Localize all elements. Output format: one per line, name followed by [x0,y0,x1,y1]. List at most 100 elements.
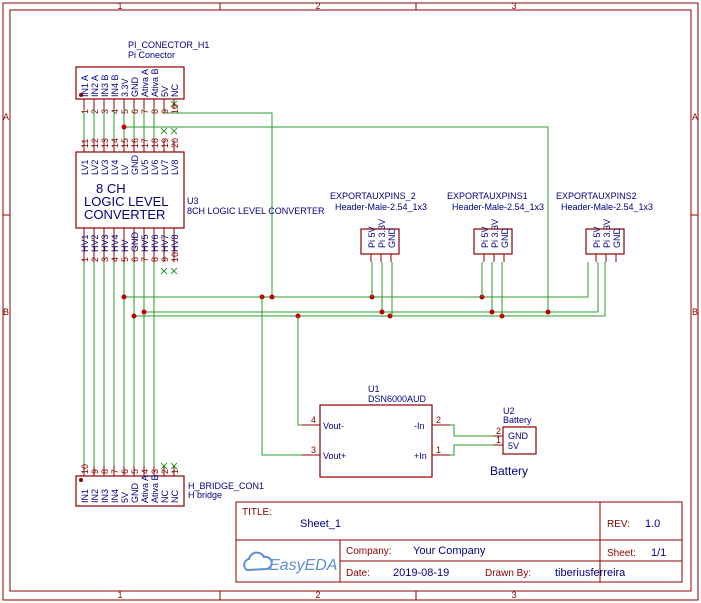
lc-bottom-pin-num: 3 [100,257,110,262]
hb-pin-name: 5V [120,492,130,503]
lc-top-pin-name: LV6 [150,160,160,175]
dc-converter-body [319,404,433,478]
hb-pin-num: 3 [150,469,160,474]
lc-top-pin-name: LV1 [80,160,90,175]
wires [83,100,606,470]
hb-pin-name: Ativa A [140,475,150,503]
lc-bottom-pin-name: HV3 [100,234,110,252]
aux-header-designator: EXPORTAUXPINS2 [556,191,637,201]
lc-top-pin-num: 19 [160,138,170,148]
company-value: Your Company [413,545,486,557]
junction-dot [379,309,385,315]
easyeda-logo: EasyEDA [243,551,337,574]
pi-pin-name: IN1 A [80,75,90,97]
pi-pin-name: Ativa B [150,68,160,97]
junction-dot [141,309,147,315]
junction-dot [131,313,137,319]
level-converter[interactable]: 8 CH LOGIC LEVEL CONVERTER U3 8CH LOGIC … [75,138,325,262]
pi-pin-num: 3 [100,109,110,114]
sheet-label: Sheet: [607,548,636,559]
junction-dot [489,309,495,315]
wire [450,424,493,437]
pi-pin-name: IN4 B [110,74,120,97]
battery-pin1-num: 1 [496,435,501,445]
hbridge-connector[interactable]: H_BRIDGE_CON1 H bridge 10IN19IN28IN37IN4… [75,464,264,507]
company-label: Company: [346,546,392,557]
aux-pin-name: GND [387,228,397,249]
pi-pin-name: GND [130,77,140,98]
pi-pin-name: IN2 A [90,75,100,97]
wire [297,316,302,426]
pi-pin-num: 2 [90,109,100,114]
battery-pin2-num: 2 [496,426,501,436]
battery[interactable]: U2 Battery 2 GND 1 5V Battery [490,406,537,478]
pi-pin-name: Ativa A [140,69,150,97]
lc-top-pin-num: 18 [150,138,160,148]
sheet-value: 1/1 [651,547,666,559]
pi-pin-num: 4 [110,109,120,114]
aux-pin-name: GND [612,228,622,249]
rev-label: REV: [607,519,630,530]
aux-pin-name: Pi 3.3V [377,219,387,248]
hb-pin-name: GND [130,483,140,504]
lc-top-pin-name: LV7 [160,160,170,175]
aux-header-value: Header-Male-2.54_1x3 [561,202,653,212]
hb-pin-num: 5 [130,469,140,474]
rev-value: 1.0 [645,518,660,530]
junction-dot [269,294,275,300]
wire [450,444,493,456]
cloud-icon [243,551,273,572]
pi-pin-num: 8 [150,109,160,114]
pi-pin-num: 10 [170,104,180,114]
dc-converter-designator: U1 [368,384,380,394]
lc-bottom-pin-num: 10 [170,252,180,262]
hb-pin-name: IN4 [110,489,120,503]
pi-pin-name: IN3 B [100,74,110,97]
level-converter-pins: 11LV112LV213LV314LV415LV16GND17LV518LV61… [80,138,180,262]
title-value: Sheet_1 [300,518,341,530]
hb-pin-num: 8 [100,469,110,474]
level-converter-body [75,151,185,229]
title-block: TITLE: Sheet_1 REV: 1.0 Company: Your Co… [235,501,683,583]
wire [124,126,549,312]
hbridge-body [75,475,185,507]
hbridge-value: H bridge [188,490,222,500]
pin1-marker-icon [79,478,83,482]
dc-converter[interactable]: U1 DSN6000AUD 4 Vout- 3 Vout+ 2 -In 1 +I… [302,384,450,478]
aux-pin-name: GND [500,228,510,249]
zone-col-top: 3 [511,1,516,11]
u1-pin2-name: -In [414,421,425,431]
zone-col-top: 1 [117,1,122,11]
zone-col-bottom: 2 [315,590,320,600]
drawn-by-label: Drawn By: [485,568,531,579]
hb-pin-name: IN1 [80,489,90,503]
lc-top-pin-num: 11 [80,139,90,148]
level-converter-value: 8CH LOGIC LEVEL CONVERTER [187,206,325,216]
hb-pin-name: Ativa B [150,474,160,503]
zone-row-left: A [3,112,9,122]
aux-pin-name: Pi 5V [480,226,490,248]
hbridge-designator: H_BRIDGE_CON1 [188,481,264,491]
hb-pin-num: 4 [140,469,150,474]
wire [261,297,302,456]
converter-body-line3: CONVERTER [84,207,165,222]
lc-bottom-pin-num: 9 [160,257,170,262]
junction-dot [387,313,393,319]
pi-connector-designator: PI_CONECTOR_H1 [128,40,209,50]
lc-top-pin-num: 14 [110,138,120,148]
zone-col-bottom: 1 [117,590,122,600]
date-value: 2019-08-19 [393,567,449,579]
lc-bottom-pin-name: HV4 [110,234,120,252]
aux-pin-name: Pi 5V [592,226,602,248]
junction-dot [121,124,127,130]
lc-bottom-pin-num: 5 [120,257,130,262]
title-label: TITLE: [242,507,272,518]
lc-top-pin-num: 20 [170,138,180,148]
lc-top-pin-num: 12 [90,138,100,148]
